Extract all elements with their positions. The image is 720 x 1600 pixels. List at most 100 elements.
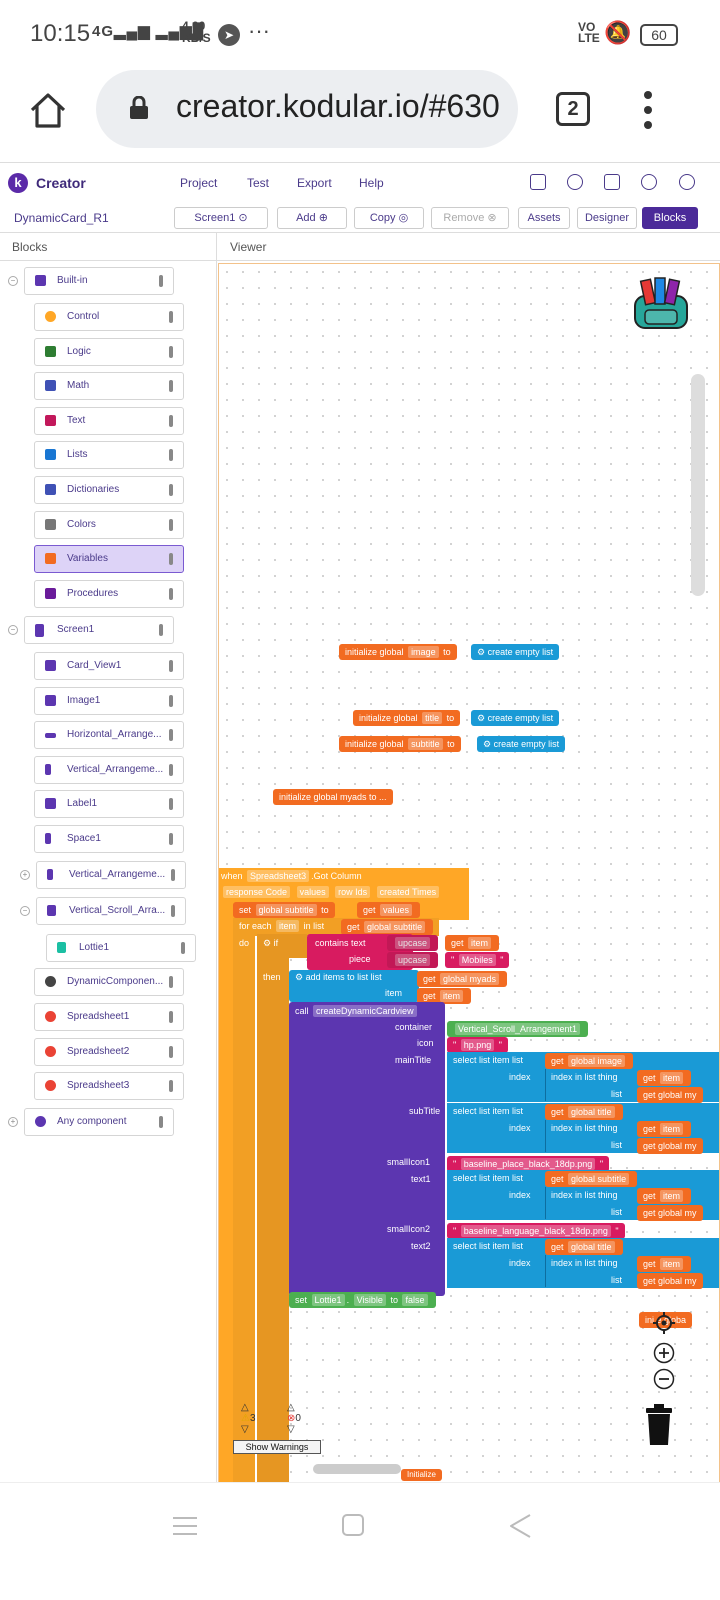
address-bar[interactable] [96, 70, 518, 148]
drag-handle[interactable] [169, 660, 173, 672]
tree-item-card-view1[interactable]: Card_View1 [34, 652, 184, 680]
drag-handle[interactable] [159, 624, 163, 636]
menu-project[interactable]: Project [180, 176, 218, 190]
var-select[interactable]: global title [568, 1106, 615, 1118]
get-item-block[interactable]: get item [637, 1070, 692, 1086]
boolean-select[interactable]: false [402, 1294, 428, 1306]
zoom-in-icon[interactable] [653, 1342, 675, 1364]
component-select[interactable]: Vertical_Scroll_Arrangement1 [455, 1023, 581, 1035]
tree-item-variables[interactable]: Variables [34, 545, 184, 573]
get-values-block[interactable]: get values [357, 902, 421, 918]
get-item-block[interactable]: get item [445, 935, 500, 951]
tree-item-label1[interactable]: Label1 [34, 790, 184, 818]
drag-handle[interactable] [169, 833, 173, 845]
text-mobiles-block[interactable]: " Mobiles " [445, 952, 510, 968]
tree-item-procedures[interactable]: Procedures [34, 580, 184, 608]
drag-handle[interactable] [159, 1116, 163, 1128]
var-select[interactable]: global myads [440, 973, 500, 985]
tree-item-control[interactable]: Control [34, 303, 184, 331]
drag-handle[interactable] [169, 415, 173, 427]
init-fragment-block[interactable]: Initialize [401, 1469, 442, 1481]
drag-handle[interactable] [181, 942, 185, 954]
home-nav-icon[interactable] [341, 1513, 365, 1537]
drag-handle[interactable] [169, 449, 173, 461]
assets-button[interactable]: Assets [518, 207, 570, 229]
get-global-my-block[interactable]: get global my [637, 1087, 703, 1103]
add-items-block[interactable] [289, 970, 419, 1002]
account-icon[interactable] [679, 174, 695, 190]
get-global-my-block[interactable]: get global my [637, 1273, 703, 1289]
property-select[interactable]: Visible [353, 1294, 386, 1306]
drag-handle[interactable] [169, 311, 173, 323]
var-select[interactable]: item [468, 937, 492, 949]
var-select[interactable]: global subtitle [255, 904, 317, 916]
drag-handle[interactable] [169, 588, 173, 600]
tree-item-math[interactable]: Math [34, 372, 184, 400]
param-row-ids[interactable]: row Ids [335, 886, 371, 898]
drag-handle[interactable] [169, 798, 173, 810]
get-item-block[interactable]: get item [637, 1188, 692, 1204]
get-global-title-block[interactable]: get global title [545, 1239, 623, 1255]
collapse-toggle-screen1[interactable]: − [8, 625, 18, 635]
param-values[interactable]: values [296, 886, 329, 898]
recenter-icon[interactable] [653, 1312, 675, 1334]
drag-handle[interactable] [169, 380, 173, 392]
tree-item-vertical-arrangement[interactable]: Vertical_Arrangeme... [34, 756, 184, 784]
library-icon[interactable] [604, 174, 620, 190]
tree-item-lottie1[interactable]: Lottie1 [46, 934, 196, 962]
tree-item-any-component[interactable]: Any component [24, 1108, 174, 1136]
drag-handle[interactable] [169, 553, 173, 565]
more-vert-icon[interactable] [642, 90, 654, 130]
var-select[interactable]: item [440, 990, 464, 1002]
zoom-out-icon[interactable] [653, 1368, 675, 1390]
upcase-block-2[interactable]: upcase [387, 952, 439, 968]
get-global-subtitle-block[interactable]: get global subtitle [545, 1171, 638, 1187]
call-procedure-block[interactable] [289, 1002, 445, 1296]
copy-screen-button[interactable]: Copy ◎ [354, 207, 424, 229]
loop-var[interactable]: item [276, 920, 300, 932]
collapse-toggle-scroll[interactable]: − [20, 906, 30, 916]
drag-handle[interactable] [169, 484, 173, 496]
tree-item-dictionaries[interactable]: Dictionaries [34, 476, 184, 504]
tree-item-horizontal-arrangement[interactable]: Horizontal_Arrange... [34, 721, 184, 749]
url-text[interactable]: creator.kodular.io/#630 [176, 88, 500, 124]
drag-handle[interactable] [169, 729, 173, 741]
param-created-times[interactable]: created Times [376, 886, 440, 898]
show-warnings-button[interactable]: Show Warnings [233, 1440, 321, 1454]
create-empty-list-block[interactable]: ⚙ create empty list [477, 736, 566, 752]
folder-icon[interactable] [530, 174, 546, 190]
screen-select-button[interactable]: Screen1 ⊙ [174, 207, 268, 229]
tree-item-space1[interactable]: Space1 [34, 825, 184, 853]
drag-handle[interactable] [171, 905, 175, 917]
drag-handle[interactable] [169, 1080, 173, 1092]
procedure-select[interactable]: createDynamicCardview [313, 1005, 417, 1017]
drag-handle[interactable] [169, 519, 173, 531]
init-global-image-block[interactable]: initialize global image to [339, 644, 457, 660]
get-item-block[interactable]: get item [637, 1121, 692, 1137]
text-icon1-block[interactable]: " baseline_place_black_18dp.png " [447, 1156, 610, 1172]
remove-screen-button[interactable]: Remove ⊗ [431, 207, 509, 229]
get-global-image-block[interactable]: get global image [545, 1053, 634, 1069]
workspace-scrollbar[interactable] [691, 374, 705, 596]
designer-button[interactable]: Designer [577, 207, 637, 229]
tree-item-spreadsheet3[interactable]: Spreadsheet3 [34, 1072, 184, 1100]
text-value[interactable]: baseline_language_black_18dp.png [460, 1225, 611, 1237]
text-value[interactable]: hp.png [460, 1039, 495, 1051]
text-icon2-block[interactable]: " baseline_language_black_18dp.png " [447, 1223, 625, 1239]
home-icon[interactable] [28, 90, 68, 130]
backpack-icon[interactable] [629, 274, 693, 332]
get-global-subtitle-block[interactable]: get global subtitle [341, 919, 434, 935]
drag-handle[interactable] [171, 869, 175, 881]
tree-item-colors[interactable]: Colors [34, 511, 184, 539]
drag-handle[interactable] [169, 1046, 173, 1058]
var-select[interactable]: item [660, 1072, 684, 1084]
var-select[interactable]: global subtitle [364, 921, 426, 933]
set-global-subtitle-block[interactable]: set global subtitle to [233, 902, 335, 918]
drag-handle[interactable] [169, 695, 173, 707]
get-item-block[interactable]: get item [637, 1256, 692, 1272]
drag-handle[interactable] [169, 346, 173, 358]
component-block[interactable]: Vertical_Scroll_Arrangement1 [447, 1021, 589, 1037]
tree-item-image1[interactable]: Image1 [34, 687, 184, 715]
param-response-code[interactable]: response Code [223, 886, 291, 898]
back-icon[interactable] [508, 1513, 532, 1539]
